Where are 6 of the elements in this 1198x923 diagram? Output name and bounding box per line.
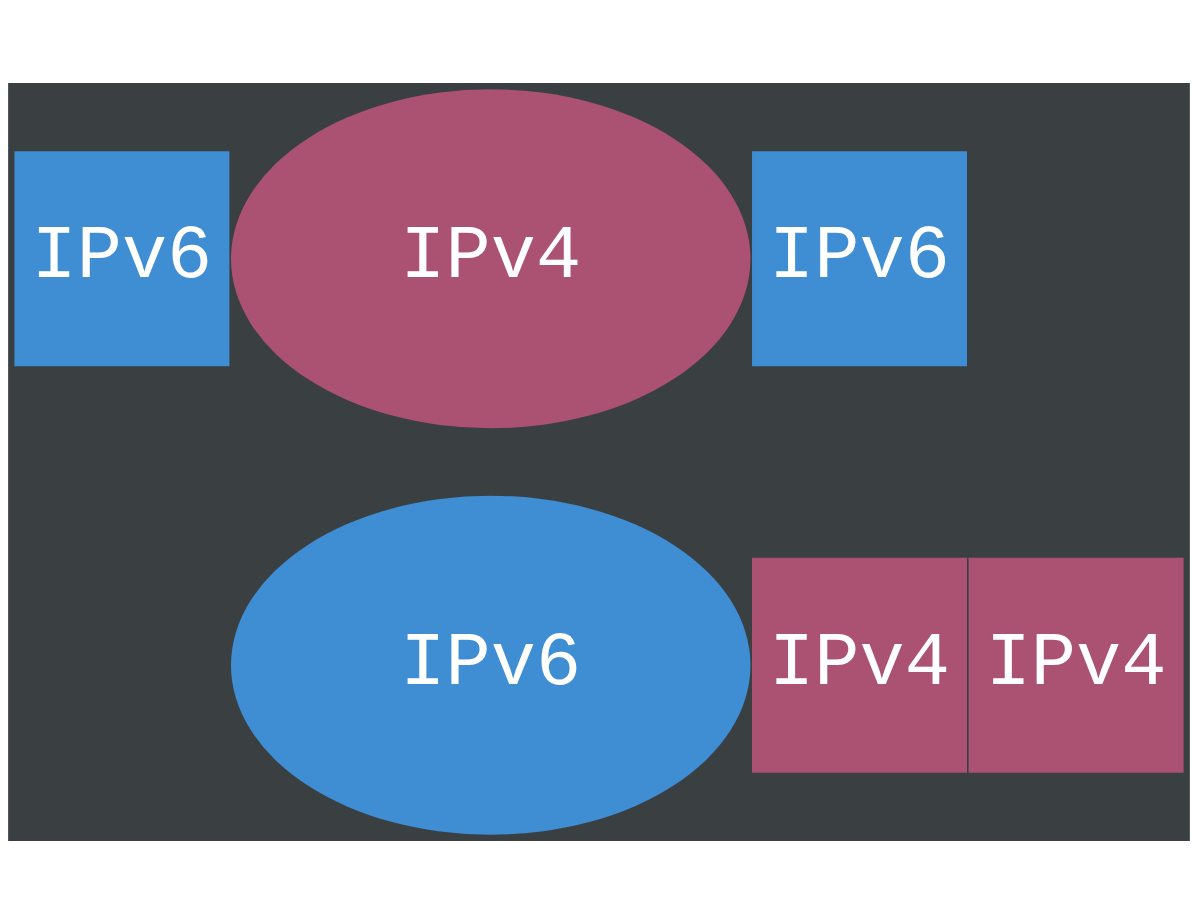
node-box: IPv6: [752, 150, 967, 366]
node-box: IPv6: [14, 150, 230, 366]
node-box: IPv4: [968, 557, 1184, 773]
node-ellipse: IPv6: [231, 495, 751, 835]
node-box: IPv4: [752, 557, 967, 773]
node-ellipse: IPv4: [231, 88, 751, 428]
